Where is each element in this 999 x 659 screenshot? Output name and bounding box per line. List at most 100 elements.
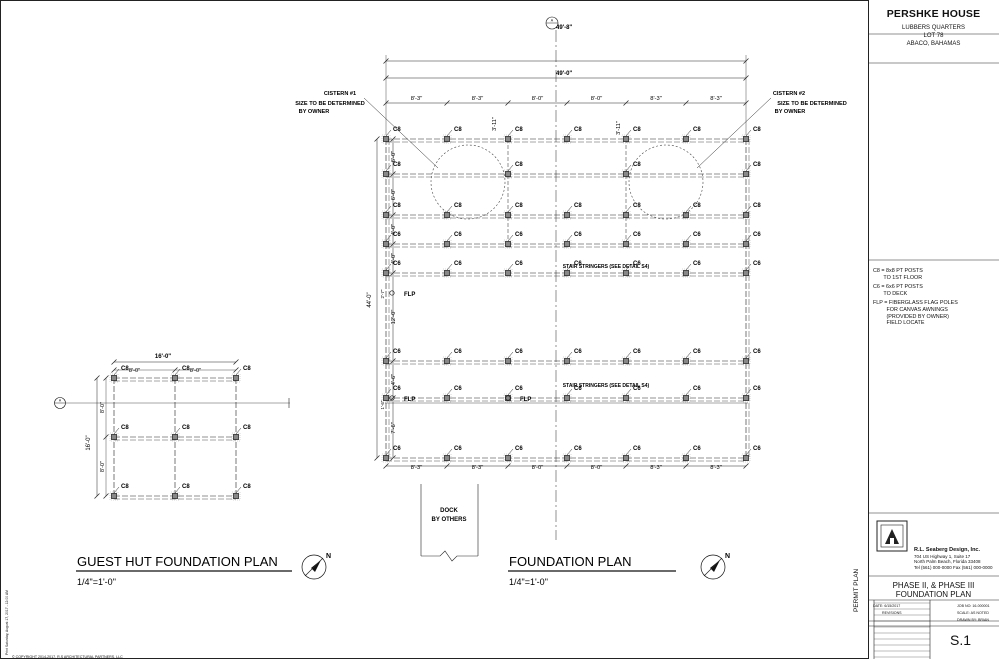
cistern-1-note: CISTERN #1 SIZE TO BE DETERMINED BY OWNE…	[295, 91, 365, 115]
post-footing	[442, 134, 452, 144]
legend-c6: C6 = 6x6 PT POSTS TO DECK	[873, 284, 923, 297]
post-label: C8	[633, 127, 641, 133]
post-leader	[566, 234, 573, 242]
dim-tick	[111, 367, 117, 373]
dim-tick	[564, 463, 570, 469]
flp-label: FLP	[520, 397, 531, 403]
post-footing	[621, 453, 631, 463]
dim-tick	[623, 463, 629, 469]
post-label: C6	[633, 232, 641, 238]
dim-top-segment: 8'-3"	[472, 96, 484, 102]
post-c6	[564, 358, 570, 364]
dim-tick	[683, 100, 689, 106]
dim-left-segment: 7'-6"	[391, 422, 397, 434]
post-footing	[503, 134, 513, 144]
post-c8	[743, 171, 749, 177]
post-leader	[446, 263, 453, 271]
post-leader	[507, 448, 514, 456]
post-label: C6	[454, 446, 462, 452]
post-c8	[505, 136, 511, 142]
hut-dim-top-segment: 8'-0"	[129, 368, 140, 374]
post-footing	[741, 268, 751, 278]
dim-left-segment: 4'-0"	[391, 253, 397, 265]
post-label: C6	[693, 386, 701, 392]
dock-break-line	[421, 550, 478, 562]
post-label: C6	[753, 386, 761, 392]
post-c6	[743, 395, 749, 401]
post-label: C8	[633, 162, 641, 168]
post-label: C6	[574, 261, 582, 267]
post-leader	[745, 388, 752, 396]
post-footing	[741, 239, 751, 249]
post-label: C8	[243, 366, 251, 372]
flp-marker	[505, 395, 511, 401]
post-footing	[503, 356, 513, 366]
post-leader	[566, 205, 573, 213]
firm-phone: Tel (561) 000-0000 Fax (561) 000-0000	[914, 564, 993, 570]
post-leader	[446, 351, 453, 359]
post-footing	[170, 373, 180, 383]
legend-c8: C8 = 8x8 PT POSTS TO 1ST FLOOR	[873, 268, 923, 281]
job-no-cell: JOB NO: 16-000001	[957, 604, 990, 608]
firm-logo-icon	[876, 520, 908, 552]
dim-tick	[623, 100, 629, 106]
post-footing	[681, 393, 691, 403]
dim-tick	[444, 463, 450, 469]
post-footing	[503, 239, 513, 249]
post-c6	[743, 455, 749, 461]
dim-bottom-segment: 8'-3"	[411, 465, 423, 471]
dim-tick	[390, 270, 396, 276]
post-footing	[681, 210, 691, 220]
svg-text:BY OWNER: BY OWNER	[299, 109, 330, 115]
post-label: C8	[121, 484, 129, 490]
post-leader	[446, 234, 453, 242]
post-leader	[507, 351, 514, 359]
post-label: C6	[633, 261, 641, 267]
dim-tick	[103, 434, 109, 440]
post-c6	[383, 358, 389, 364]
post-c6	[564, 455, 570, 461]
post-leader	[625, 448, 632, 456]
post-footing	[562, 134, 572, 144]
dim-top-segment: 8'-3"	[411, 96, 423, 102]
post-leader	[446, 448, 453, 456]
firm-info: R.L. Seaberg Design, Inc. 704 US Highway…	[914, 547, 993, 570]
post-leader	[507, 129, 514, 137]
post-c6	[683, 395, 689, 401]
post-leader	[113, 427, 120, 435]
dim-tick	[233, 359, 239, 365]
post-label: C8	[393, 162, 401, 168]
svg-text:CISTERN #1: CISTERN #1	[324, 91, 356, 97]
post-leader	[113, 486, 120, 494]
post-footing	[562, 210, 572, 220]
post-label: C8	[633, 203, 641, 209]
post-footing	[562, 239, 572, 249]
post-footing	[381, 356, 391, 366]
post-label: C8	[454, 127, 462, 133]
post-leader	[685, 448, 692, 456]
post-c8	[172, 434, 178, 440]
post-leader	[625, 234, 632, 242]
post-leader	[385, 263, 392, 271]
dim-tick	[390, 212, 396, 218]
post-leader	[745, 263, 752, 271]
post-label: C6	[753, 446, 761, 452]
post-leader	[235, 427, 242, 435]
post-c8	[172, 493, 178, 499]
post-label: C6	[454, 349, 462, 355]
post-c6	[623, 241, 629, 247]
post-leader	[685, 205, 692, 213]
post-footing	[503, 169, 513, 179]
post-footing	[231, 432, 241, 442]
post-footing	[109, 491, 119, 501]
post-c6	[564, 241, 570, 247]
dim-bottom-segment: 8'-3"	[710, 465, 722, 471]
post-footing	[231, 491, 241, 501]
svg-text:BY OWNER: BY OWNER	[775, 109, 806, 115]
post-leader	[625, 263, 632, 271]
dim-left-segment: 6'-0"	[391, 189, 397, 201]
post-label: C8	[574, 127, 582, 133]
post-c6	[623, 270, 629, 276]
post-c6	[743, 358, 749, 364]
